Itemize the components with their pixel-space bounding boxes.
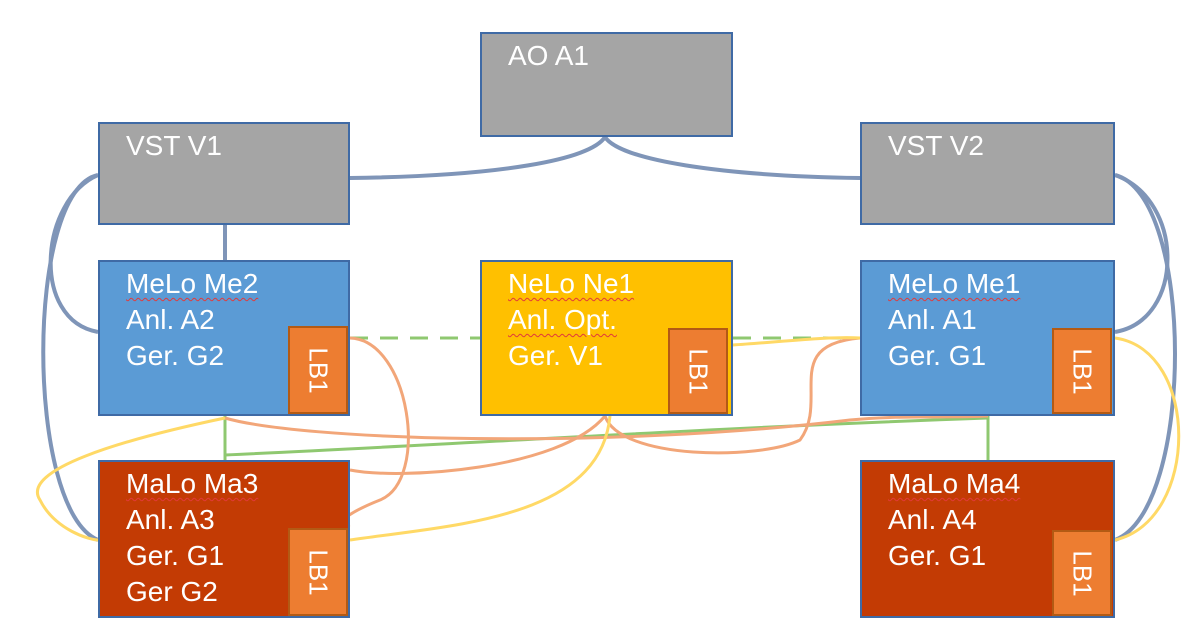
connector-green-me1-ma3: [224, 416, 989, 457]
connector-orange-lb-me2: [340, 336, 410, 529]
node-melo-me1-lines: MeLo Me1 Anl. A1 Ger. G1: [888, 266, 1020, 374]
node-malo-ma3-line3: Ger. G1: [126, 540, 225, 571]
node-malo-ma3-lb-label: LB1: [303, 548, 334, 596]
node-melo-me2-title: MeLo Me2: [126, 268, 259, 299]
node-nelo-ne1-title: NeLo Ne1: [508, 268, 635, 299]
connector-yellow-lb-me1-ma4: [1114, 336, 1181, 542]
node-nelo-ne1-line3: Ger. V1: [508, 340, 603, 371]
node-nelo-ne1-lines: NeLo Ne1 Anl. Opt. Ger. V1: [508, 266, 634, 374]
connector-orange-ne1-ma3: [349, 415, 607, 475]
node-nelo-ne1: NeLo Ne1 Anl. Opt. Ger. V1 LB1: [480, 260, 733, 416]
node-melo-me2-lines: MeLo Me2 Anl. A2 Ger. G2: [126, 266, 258, 374]
node-malo-ma4-line3: Ger. G1: [888, 540, 987, 571]
connector-vst2-ma4-right: [1114, 173, 1177, 542]
node-melo-me2: MeLo Me2 Anl. A2 Ger. G2 LB1: [98, 260, 350, 416]
connector-ao-vst1: [349, 135, 607, 180]
node-nelo-ne1-line2: Anl. Opt.: [508, 304, 617, 335]
connector-vst1-ma3-left: [41, 173, 99, 542]
node-malo-ma4: MaLo Ma4 Anl. A4 Ger. G1 LB1: [860, 460, 1115, 618]
node-malo-ma3-line4: Ger G2: [126, 576, 218, 607]
node-melo-me1-lb-label: LB1: [1067, 347, 1098, 395]
node-melo-me1-lb-tag: LB1: [1052, 328, 1112, 414]
node-malo-ma3-title: MaLo Ma3: [126, 468, 259, 499]
node-vst-v2-lines: VST V2: [888, 128, 984, 164]
node-ao-a1-lines: AO A1: [508, 38, 589, 74]
node-malo-ma4-lines: MaLo Ma4 Anl. A4 Ger. G1: [888, 466, 1020, 574]
connector-yellow-me2-ma3: [36, 416, 226, 542]
node-melo-me1-line2: Anl. A1: [888, 304, 977, 335]
node-malo-ma3-lb-tag: LB1: [288, 528, 348, 616]
connector-orange-ne1-me1: [603, 336, 861, 455]
connector-yellow-ne1-me1: [732, 336, 861, 347]
node-malo-ma4-lb-tag: LB1: [1052, 530, 1112, 616]
node-vst-v1-lines: VST V1: [126, 128, 222, 164]
node-nelo-ne1-lb-label: LB1: [683, 347, 714, 395]
connector-orange-me2-me1: [224, 414, 989, 441]
node-vst-v1-title: VST V1: [126, 130, 222, 161]
node-nelo-ne1-lb-tag: LB1: [668, 328, 728, 414]
node-malo-ma3: MaLo Ma3 Anl. A3 Ger. G1 Ger G2 LB1: [98, 460, 350, 618]
connector-yellow-ma3-ne1: [349, 415, 612, 542]
node-ao-a1-title: AO A1: [508, 40, 589, 71]
node-malo-ma4-lb-label: LB1: [1067, 549, 1098, 597]
connector-vst1-me2-left: [48, 173, 99, 334]
node-melo-me2-line2: Anl. A2: [126, 304, 215, 335]
node-melo-me1-title: MeLo Me1: [888, 268, 1021, 299]
node-vst-v2-title: VST V2: [888, 130, 984, 161]
node-melo-me1-line3: Ger. G1: [888, 340, 987, 371]
node-ao-a1: AO A1: [480, 32, 733, 137]
node-melo-me2-lb-tag: LB1: [288, 326, 348, 414]
node-vst-v2: VST V2: [860, 122, 1115, 225]
node-melo-me2-line3: Ger. G2: [126, 340, 225, 371]
node-melo-me1: MeLo Me1 Anl. A1 Ger. G1 LB1: [860, 260, 1115, 416]
connector-ao-vst2: [603, 135, 861, 180]
connector-vst2-me1-right: [1114, 173, 1170, 334]
node-malo-ma3-lines: MaLo Ma3 Anl. A3 Ger. G1 Ger G2: [126, 466, 258, 610]
node-malo-ma4-title: MaLo Ma4: [888, 468, 1021, 499]
node-malo-ma3-line2: Anl. A3: [126, 504, 215, 535]
node-melo-me2-lb-label: LB1: [303, 346, 334, 394]
node-malo-ma4-line2: Anl. A4: [888, 504, 977, 535]
node-vst-v1: VST V1: [98, 122, 350, 225]
